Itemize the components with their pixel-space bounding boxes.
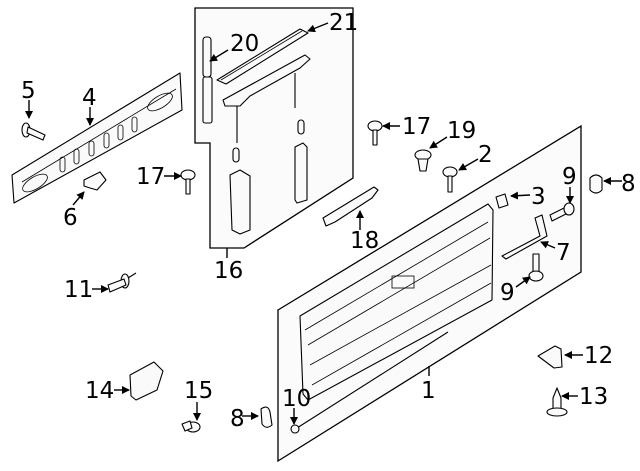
callout-17-left: 17	[136, 164, 165, 190]
part-8-clip-right	[589, 174, 603, 194]
part-6-clip	[83, 171, 107, 191]
callout-16: 16	[214, 258, 243, 284]
part-20-strut	[202, 36, 213, 124]
part-3-nut	[495, 193, 509, 209]
part-13-pin	[546, 387, 568, 417]
callout-10: 10	[282, 386, 311, 412]
callout-9-lower: 9	[500, 280, 515, 306]
callout-1: 1	[421, 378, 436, 404]
callout-7: 7	[556, 240, 571, 266]
callout-17-top: 17	[402, 114, 431, 140]
part-11-rivet	[107, 272, 137, 293]
callout-21: 21	[329, 10, 358, 36]
bracket-top	[222, 54, 311, 107]
post-left	[229, 169, 251, 235]
part-17-screw-top	[367, 120, 383, 146]
callout-15: 15	[184, 378, 213, 404]
callout-5: 5	[21, 78, 36, 104]
part-8-clip-left	[260, 406, 273, 428]
assembly-16-frame	[194, 7, 354, 249]
part-21-strip	[216, 28, 309, 85]
callout-20: 20	[230, 31, 259, 57]
callout-14: 14	[85, 378, 114, 404]
callout-6: 6	[63, 205, 78, 231]
part-9-bolt-lower	[528, 253, 544, 282]
callout-13: 13	[579, 384, 608, 410]
callout-3: 3	[531, 184, 546, 210]
part-9-bolt-upper	[549, 202, 575, 222]
post-right	[294, 142, 308, 204]
part-2-screw	[442, 166, 458, 193]
part-12-bracket	[537, 345, 563, 369]
part-10-rod	[290, 331, 449, 434]
part-17-screw-left	[180, 169, 196, 195]
part-4-step	[11, 72, 183, 204]
part-5-pin	[21, 122, 46, 141]
callout-18: 18	[350, 228, 379, 254]
part-14-hinge	[129, 361, 164, 401]
callout-8-left: 8	[230, 406, 245, 432]
part-19-pushpin	[414, 149, 432, 172]
part-7-bracket	[501, 214, 548, 260]
part-15-screw	[181, 420, 201, 433]
callout-11: 11	[64, 277, 93, 303]
part-1-tailgate	[299, 203, 494, 401]
callout-19: 19	[447, 118, 476, 144]
part-18-bracket	[322, 186, 379, 227]
callout-12: 12	[584, 343, 613, 369]
callout-9-upper: 9	[562, 164, 577, 190]
leader-arrows	[25, 22, 622, 425]
callout-2: 2	[478, 142, 493, 168]
callout-4: 4	[82, 85, 97, 111]
callout-8-right: 8	[621, 171, 636, 197]
